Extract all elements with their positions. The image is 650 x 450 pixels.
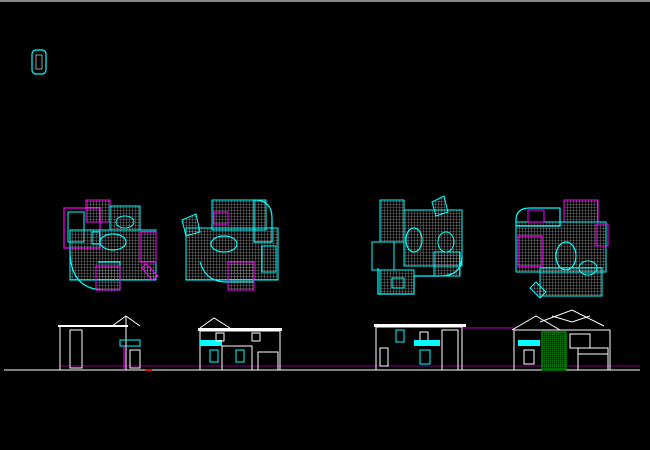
floor-plan-2[interactable] — [181, 199, 279, 291]
elevation-3[interactable] — [374, 324, 514, 371]
floor-plan-4[interactable] — [515, 199, 609, 299]
floor-plan-1[interactable] — [63, 199, 159, 291]
elevation-2[interactable] — [198, 317, 282, 371]
cad-title-block-icon — [31, 49, 47, 75]
elevation-1[interactable] — [58, 315, 141, 371]
elevation-4[interactable] — [511, 309, 611, 371]
floor-plan-3[interactable] — [371, 195, 463, 295]
window-top-border — [0, 0, 650, 2]
